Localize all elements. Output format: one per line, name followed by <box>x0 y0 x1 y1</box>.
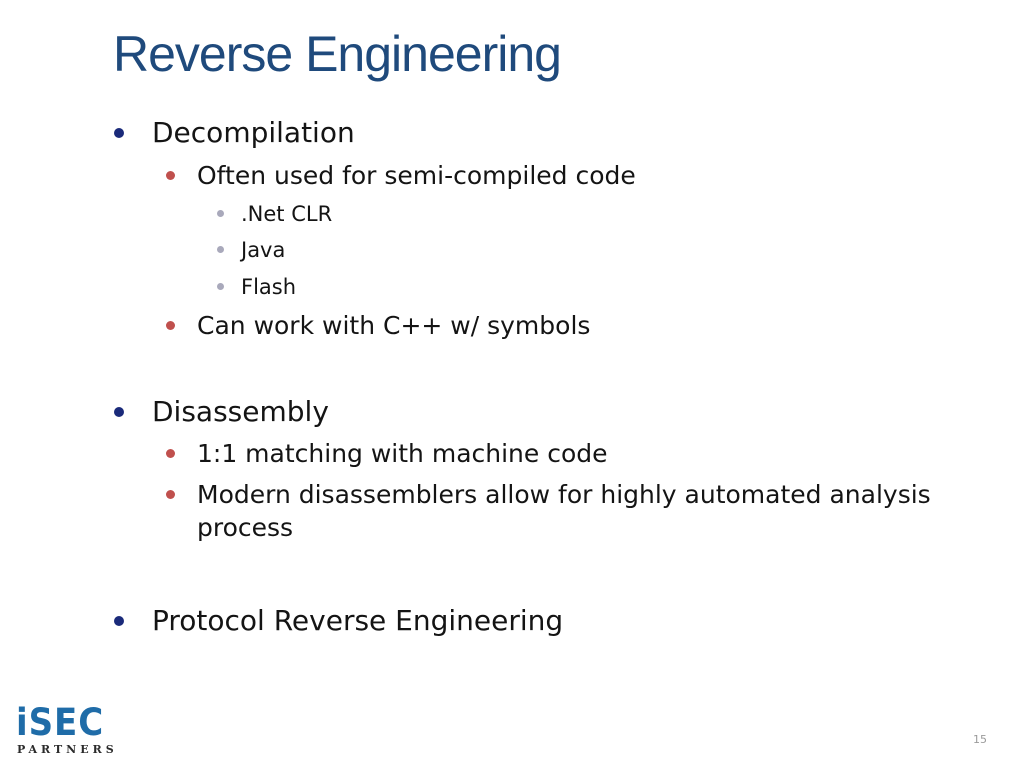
bullet-dot-icon <box>217 246 224 253</box>
isec-partners-logo: iSEC PARTNERS <box>16 703 116 759</box>
bullet-text: Decompilation <box>152 116 355 149</box>
bullet-text: Java <box>241 238 286 262</box>
slide-title: Reverse Engineering <box>113 26 562 82</box>
bullet-dot-icon <box>114 407 124 417</box>
bullet-decompilation: Decompilation <box>114 116 355 150</box>
bullet-text: Often used for semi-compiled code <box>197 161 636 190</box>
bullet-dot-icon <box>217 210 224 217</box>
bullet-dot-icon <box>166 490 175 499</box>
sub-sub-bullet-net-clr: .Net CLR <box>217 200 333 228</box>
bullet-dot-icon <box>166 449 175 458</box>
sub-bullet-modern-disassemblers: Modern disassemblers allow for highly au… <box>166 478 967 544</box>
bullet-text: Flash <box>241 275 297 299</box>
bullet-text: Modern disassemblers allow for highly au… <box>197 480 931 542</box>
bullet-disassembly: Disassembly <box>114 395 329 429</box>
bullet-protocol-re: Protocol Reverse Engineering <box>114 604 564 638</box>
bullet-dot-icon <box>166 321 175 330</box>
bullet-text: 1:1 matching with machine code <box>197 439 608 468</box>
bullet-dot-icon <box>166 171 175 180</box>
bullet-dot-icon <box>114 128 124 138</box>
page-number: 15 <box>973 733 987 746</box>
bullet-text: Disassembly <box>152 395 329 428</box>
sub-sub-bullet-flash: Flash <box>217 273 297 301</box>
bullet-text: Protocol Reverse Engineering <box>152 604 564 637</box>
bullet-text: .Net CLR <box>241 202 333 226</box>
sub-bullet-machine-code: 1:1 matching with machine code <box>166 437 608 470</box>
sub-bullet-cpp-symbols: Can work with C++ w/ symbols <box>166 309 591 342</box>
bullet-dot-icon <box>217 283 224 290</box>
logo-subtitle: PARTNERS <box>17 743 118 756</box>
bullet-text: Can work with C++ w/ symbols <box>197 311 591 340</box>
bullet-dot-icon <box>114 616 124 626</box>
sub-sub-bullet-java: Java <box>217 236 286 264</box>
logo-wordmark: iSEC <box>16 701 105 744</box>
sub-bullet-semi-compiled: Often used for semi-compiled code <box>166 159 636 192</box>
